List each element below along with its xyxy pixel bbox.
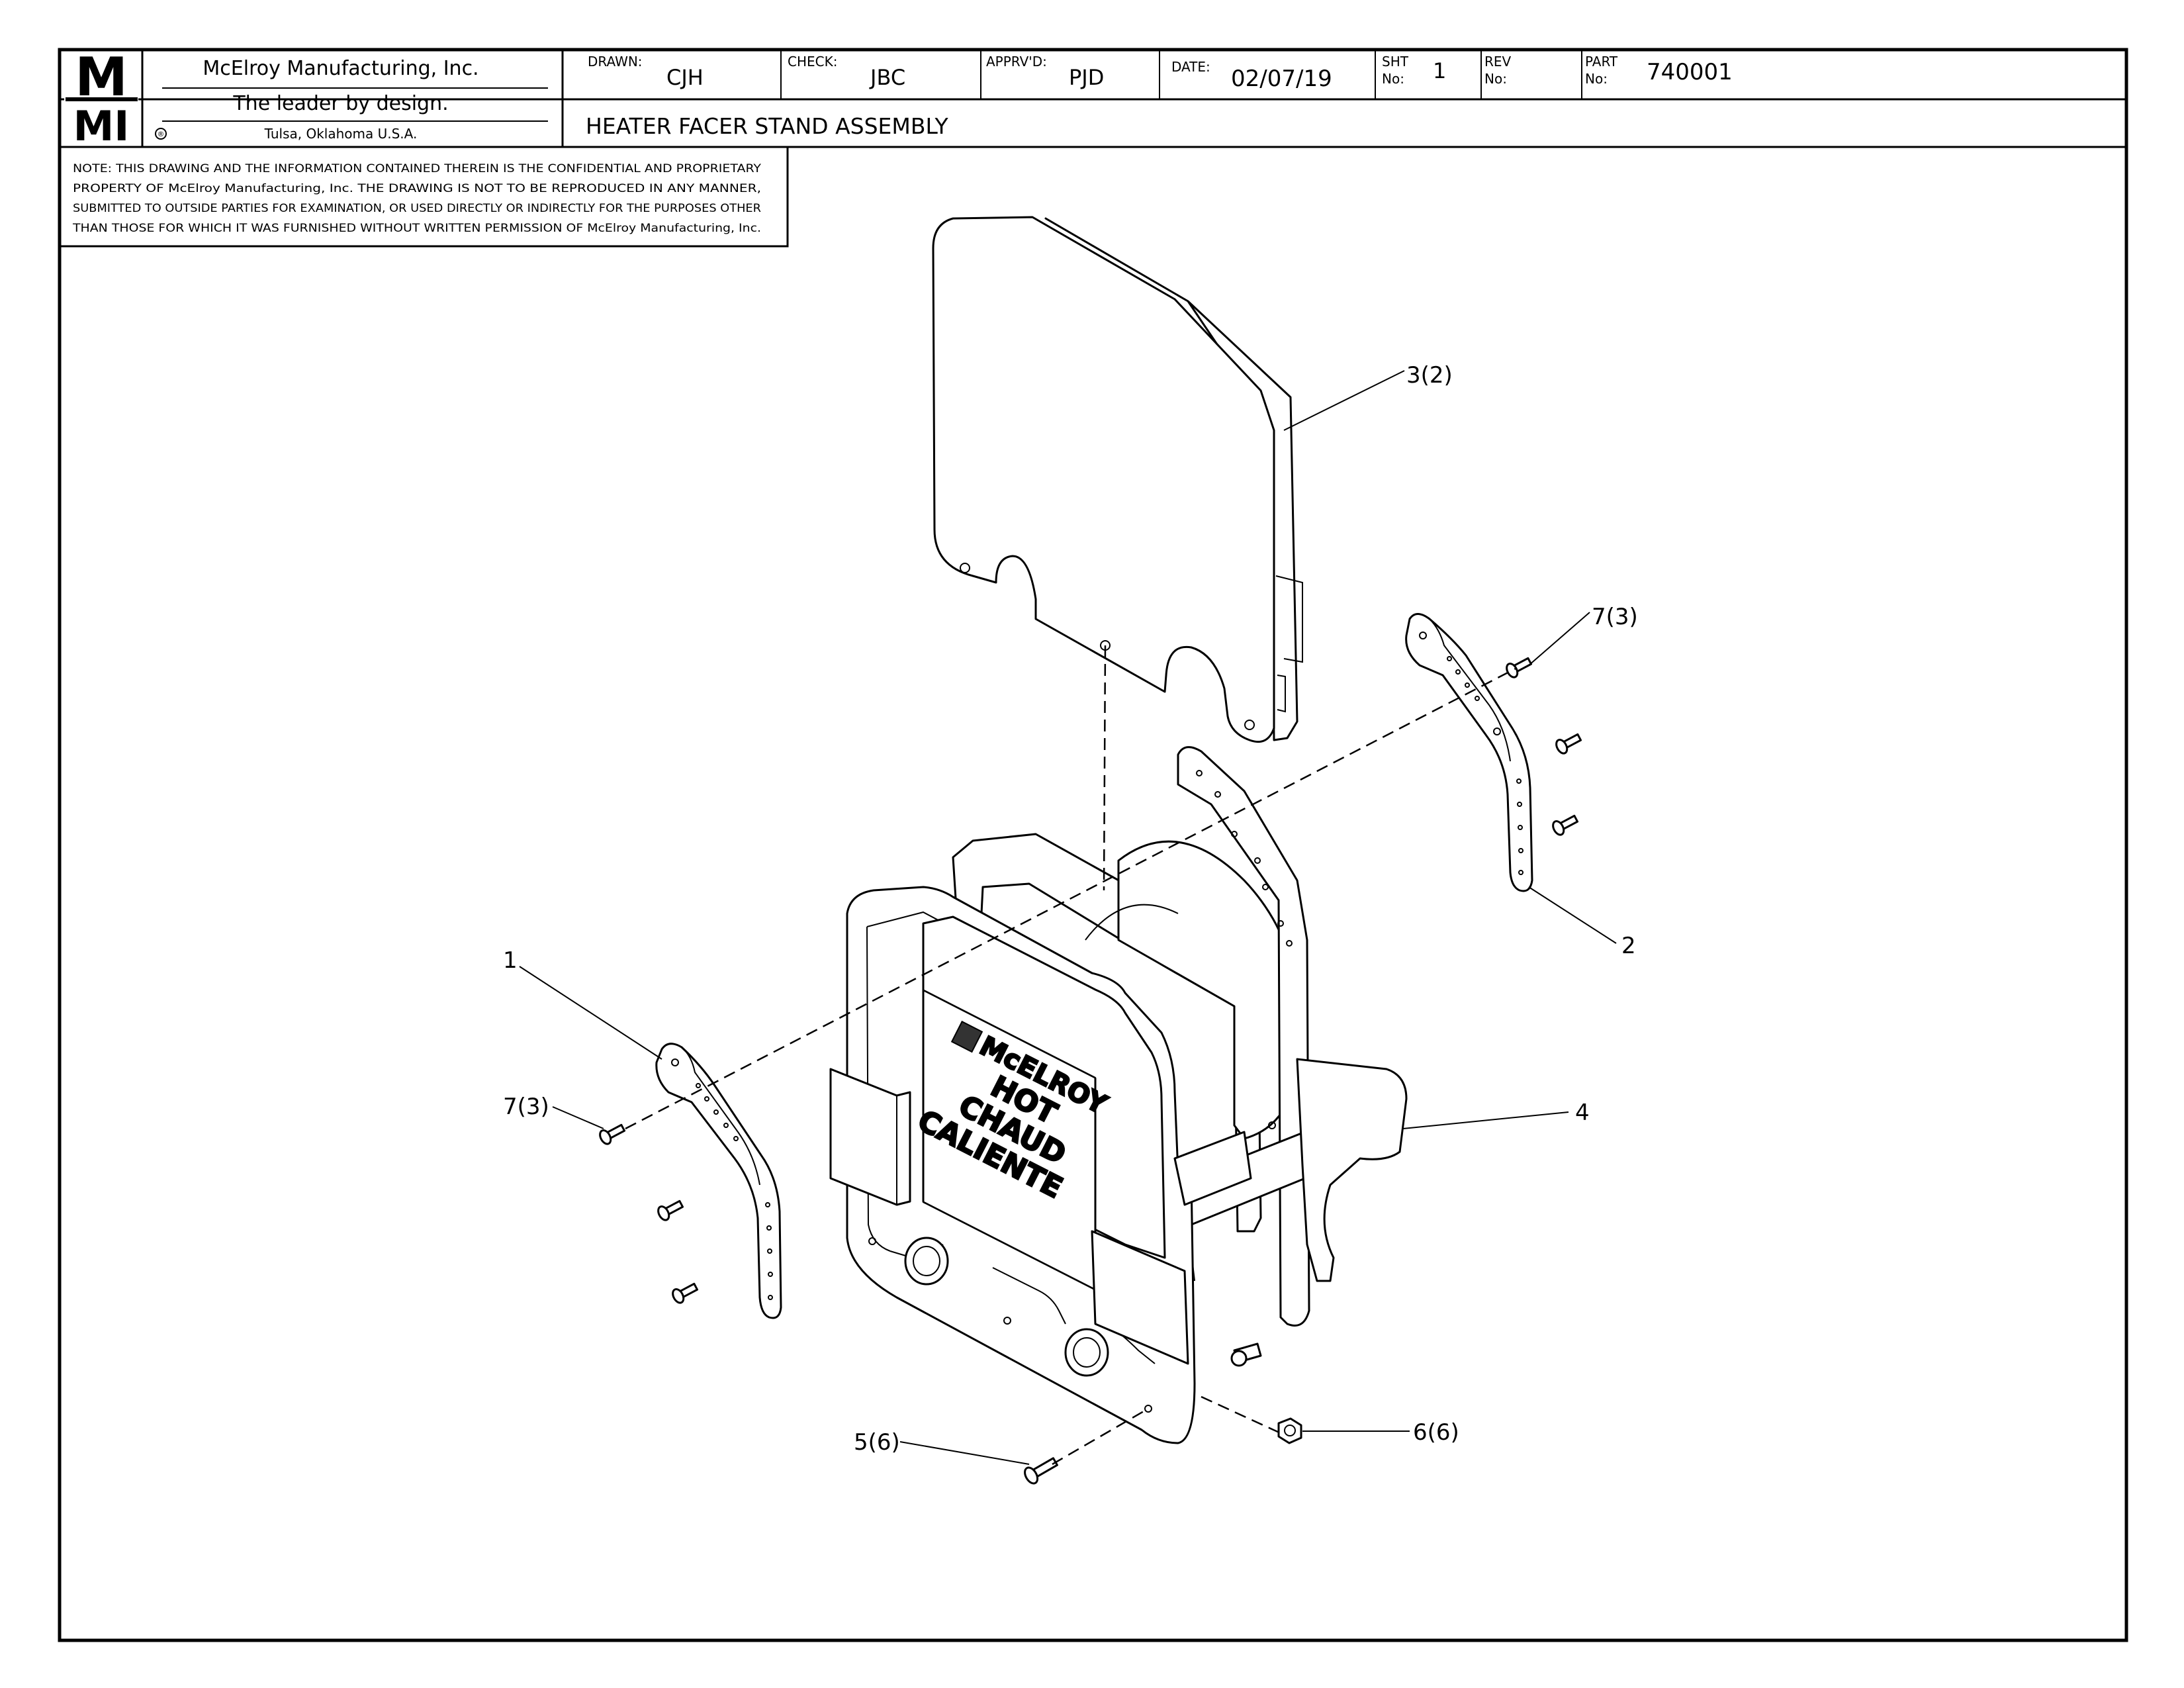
part-2-right-bracket [1405,613,1533,892]
drawing-title: HEATER FACER STAND ASSEMBLY [586,113,949,139]
part-no-label-2: No: [1585,71,1608,87]
sheet-no-value: 1 [1433,58,1446,83]
callout-3: 3(2) [1406,362,1453,389]
callouts: 1 7(3) 3(2) 7(3) 2 4 5(6) 6(6) [503,362,1638,1456]
callout-2: 2 [1621,933,1636,959]
date-value: 02/07/19 [1231,66,1332,92]
note-line-4: THAN THOSE FOR WHICH IT WAS FURNISHED WI… [72,222,761,234]
title-block: M MI McElroy Manufacturing, Inc. The lea… [60,46,2126,150]
part-4-stand-frame [829,746,1408,1444]
drawn-label: DRAWN: [588,54,643,70]
apprvd-value: PJD [1069,65,1104,90]
rev-no-label-1: REV [1484,54,1512,70]
sheet-no-label-1: SHT [1382,54,1409,70]
company-location: Tulsa, Oklahoma U.S.A. [264,126,418,142]
sheet-no-label-2: No: [1382,71,1404,87]
date-label: DATE: [1171,59,1210,75]
apprvd-label: APPRV'D: [986,54,1047,70]
callout-5: 5(6) [854,1429,900,1456]
callout-1: 1 [503,947,518,974]
company-tagline: The leader by design. [232,92,448,115]
callout-7-right: 7(3) [1592,604,1638,630]
part-no-value: 740001 [1647,59,1733,85]
callout-6: 6(6) [1413,1419,1459,1446]
logo-bottom-letters: MI [73,102,130,150]
part-1-left-bracket [655,1043,782,1319]
part-3-shield-plate [932,216,1303,743]
company-name: McElroy Manufacturing, Inc. [203,57,478,80]
registered-mark: ® [158,130,165,138]
note-line-2: PROPERTY OF McElroy Manufacturing, Inc. … [73,182,761,195]
callout-leaders [519,370,1617,1465]
heater-warning-label [922,989,1097,1291]
rev-no-label-2: No: [1484,71,1507,87]
sheet-border [58,48,2128,1642]
callout-4: 4 [1575,1100,1590,1126]
part-no-label-1: PART [1585,54,1618,70]
confidentiality-note: NOTE: THIS DRAWING AND THE INFORMATION C… [58,146,789,248]
part-6-nut [1277,1417,1302,1444]
callout-7-left: 7(3) [503,1094,549,1120]
drawn-value: CJH [666,65,704,90]
note-line-1: NOTE: THIS DRAWING AND THE INFORMATION C… [73,162,762,175]
part-7-screws [599,657,1582,1304]
assembly-centerlines [625,645,1516,1466]
check-label: CHECK: [788,54,837,70]
check-value: JBC [869,65,905,90]
registered-mark-icon [155,128,167,140]
part-5-bolt [1024,1457,1058,1485]
note-line-3: SUBMITTED TO OUTSIDE PARTIES FOR EXAMINA… [73,202,761,214]
